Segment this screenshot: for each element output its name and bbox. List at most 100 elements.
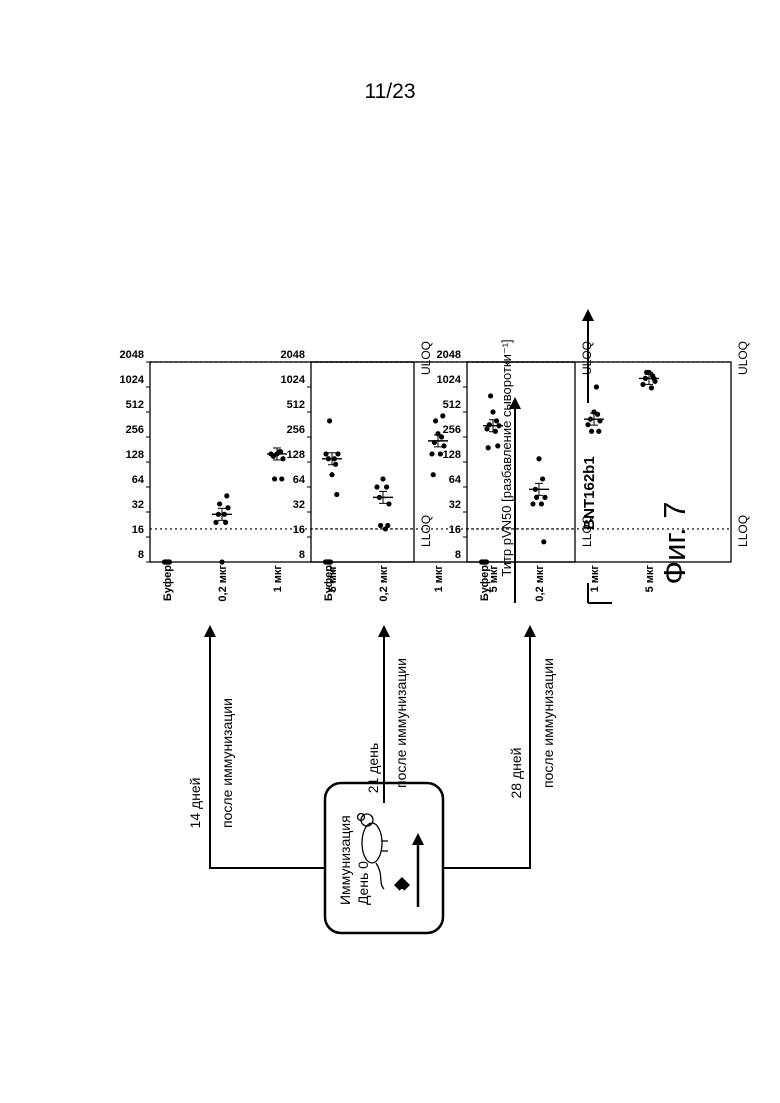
data-point [329,472,334,477]
group-label: 0,2 мкг [534,565,546,602]
data-point [380,476,385,481]
group-label: Буфер [323,565,335,601]
immunization-day: День 0 [355,861,371,905]
plot-frame [150,362,414,562]
data-point [225,505,230,510]
data-point [327,559,332,564]
product-label: BNT162b1 [581,456,598,529]
data-point [219,559,224,564]
y-tick-label: 64 [132,474,145,486]
data-point [488,393,493,398]
data-point [374,484,379,489]
y-tick-label: 32 [449,499,461,511]
data-point [495,443,500,448]
data-point [323,451,328,456]
data-point [596,429,601,434]
timepoint-14-line1: 14 дней [187,778,203,829]
data-point [217,501,222,506]
data-point [429,451,434,456]
data-point [213,520,218,525]
data-point [490,409,495,414]
data-point [594,384,599,389]
y-tick-label: 512 [443,399,461,411]
series-1 [323,559,333,564]
data-point [385,523,390,528]
figure-label: Фиг. 7 [657,502,692,585]
series-4 [639,370,659,391]
data-point [542,495,547,500]
group-label: 0,2 мкг [217,565,229,602]
group-label: 1 мкг [272,565,284,593]
uloq-label: ULOQ [419,341,433,375]
group-label: 0,2 мкг [378,565,390,602]
group-label: 1 мкг [433,565,445,593]
series-2 [373,476,393,531]
data-point [539,501,544,506]
group-label: Буфер [479,565,491,601]
series-4 [322,418,342,497]
uloq-label: ULOQ [736,341,750,375]
data-point [384,484,389,489]
data-point [279,476,284,481]
data-point [327,418,332,423]
y-tick-label: 8 [299,549,305,561]
y-tick-label: 64 [449,474,462,486]
y-tick-label: 128 [126,449,144,461]
timepoint-28-line2: после иммунизации [540,658,556,788]
y-tick-label: 8 [455,549,461,561]
data-point [541,539,546,544]
group-label: 1 мкг [589,565,601,593]
immunization-title: Иммунизация [337,815,353,905]
y-tick-label: 128 [287,449,305,461]
data-point [640,382,645,387]
lloq-label: LLOQ [419,515,433,547]
data-point [378,523,383,528]
y-tick-label: 16 [449,524,461,536]
timepoint-14-line2: после иммунизации [219,698,235,828]
series-3 [428,413,448,477]
data-point [483,559,488,564]
lloq-label: LLOQ [736,515,750,547]
data-point [386,501,391,506]
data-point [272,476,277,481]
immunization-box: Иммунизация День 0 [325,783,443,933]
y-tick-label: 256 [443,424,461,436]
timepoint-28-line1: 28 дней [508,748,524,799]
data-point [649,385,654,390]
data-point [224,493,229,498]
series-3 [267,448,287,482]
data-point [166,559,171,564]
y-tick-label: 64 [293,474,306,486]
timepoint-21-line2: после иммунизации [393,658,409,788]
timepoint-21-line1: 21 день [365,743,381,793]
y-tick-label: 2048 [437,349,461,361]
data-point [494,418,499,423]
data-point [334,492,339,497]
y-tick-label: 1024 [281,374,306,386]
plot-frame [311,362,575,562]
y-tick-label: 128 [443,449,461,461]
y-tick-label: 256 [126,424,144,436]
y-tick-label: 512 [287,399,305,411]
series-2 [529,456,549,544]
y-tick-label: 32 [293,499,305,511]
series-1 [479,559,489,564]
y-tick-label: 8 [138,549,144,561]
data-point [595,412,600,417]
data-point [540,476,545,481]
data-point [280,456,285,461]
y-tick-label: 2048 [281,349,305,361]
data-point [589,429,594,434]
data-point [585,422,590,427]
data-point [433,418,438,423]
y-tick-label: 1024 [437,374,462,386]
data-point [530,501,535,506]
chart-panels: ULOQ LLOQ 2048 1024 512 256 128 64 32 16 8Буфер 0,2… [120,341,750,602]
data-point [536,456,541,461]
y-tick-label: 16 [293,524,305,536]
series-1 [162,559,172,564]
y-tick-label: 256 [287,424,305,436]
data-point [440,413,445,418]
y-axis-title: Титр pVN50 [разбавление сыворотки⁻¹] [499,339,514,576]
